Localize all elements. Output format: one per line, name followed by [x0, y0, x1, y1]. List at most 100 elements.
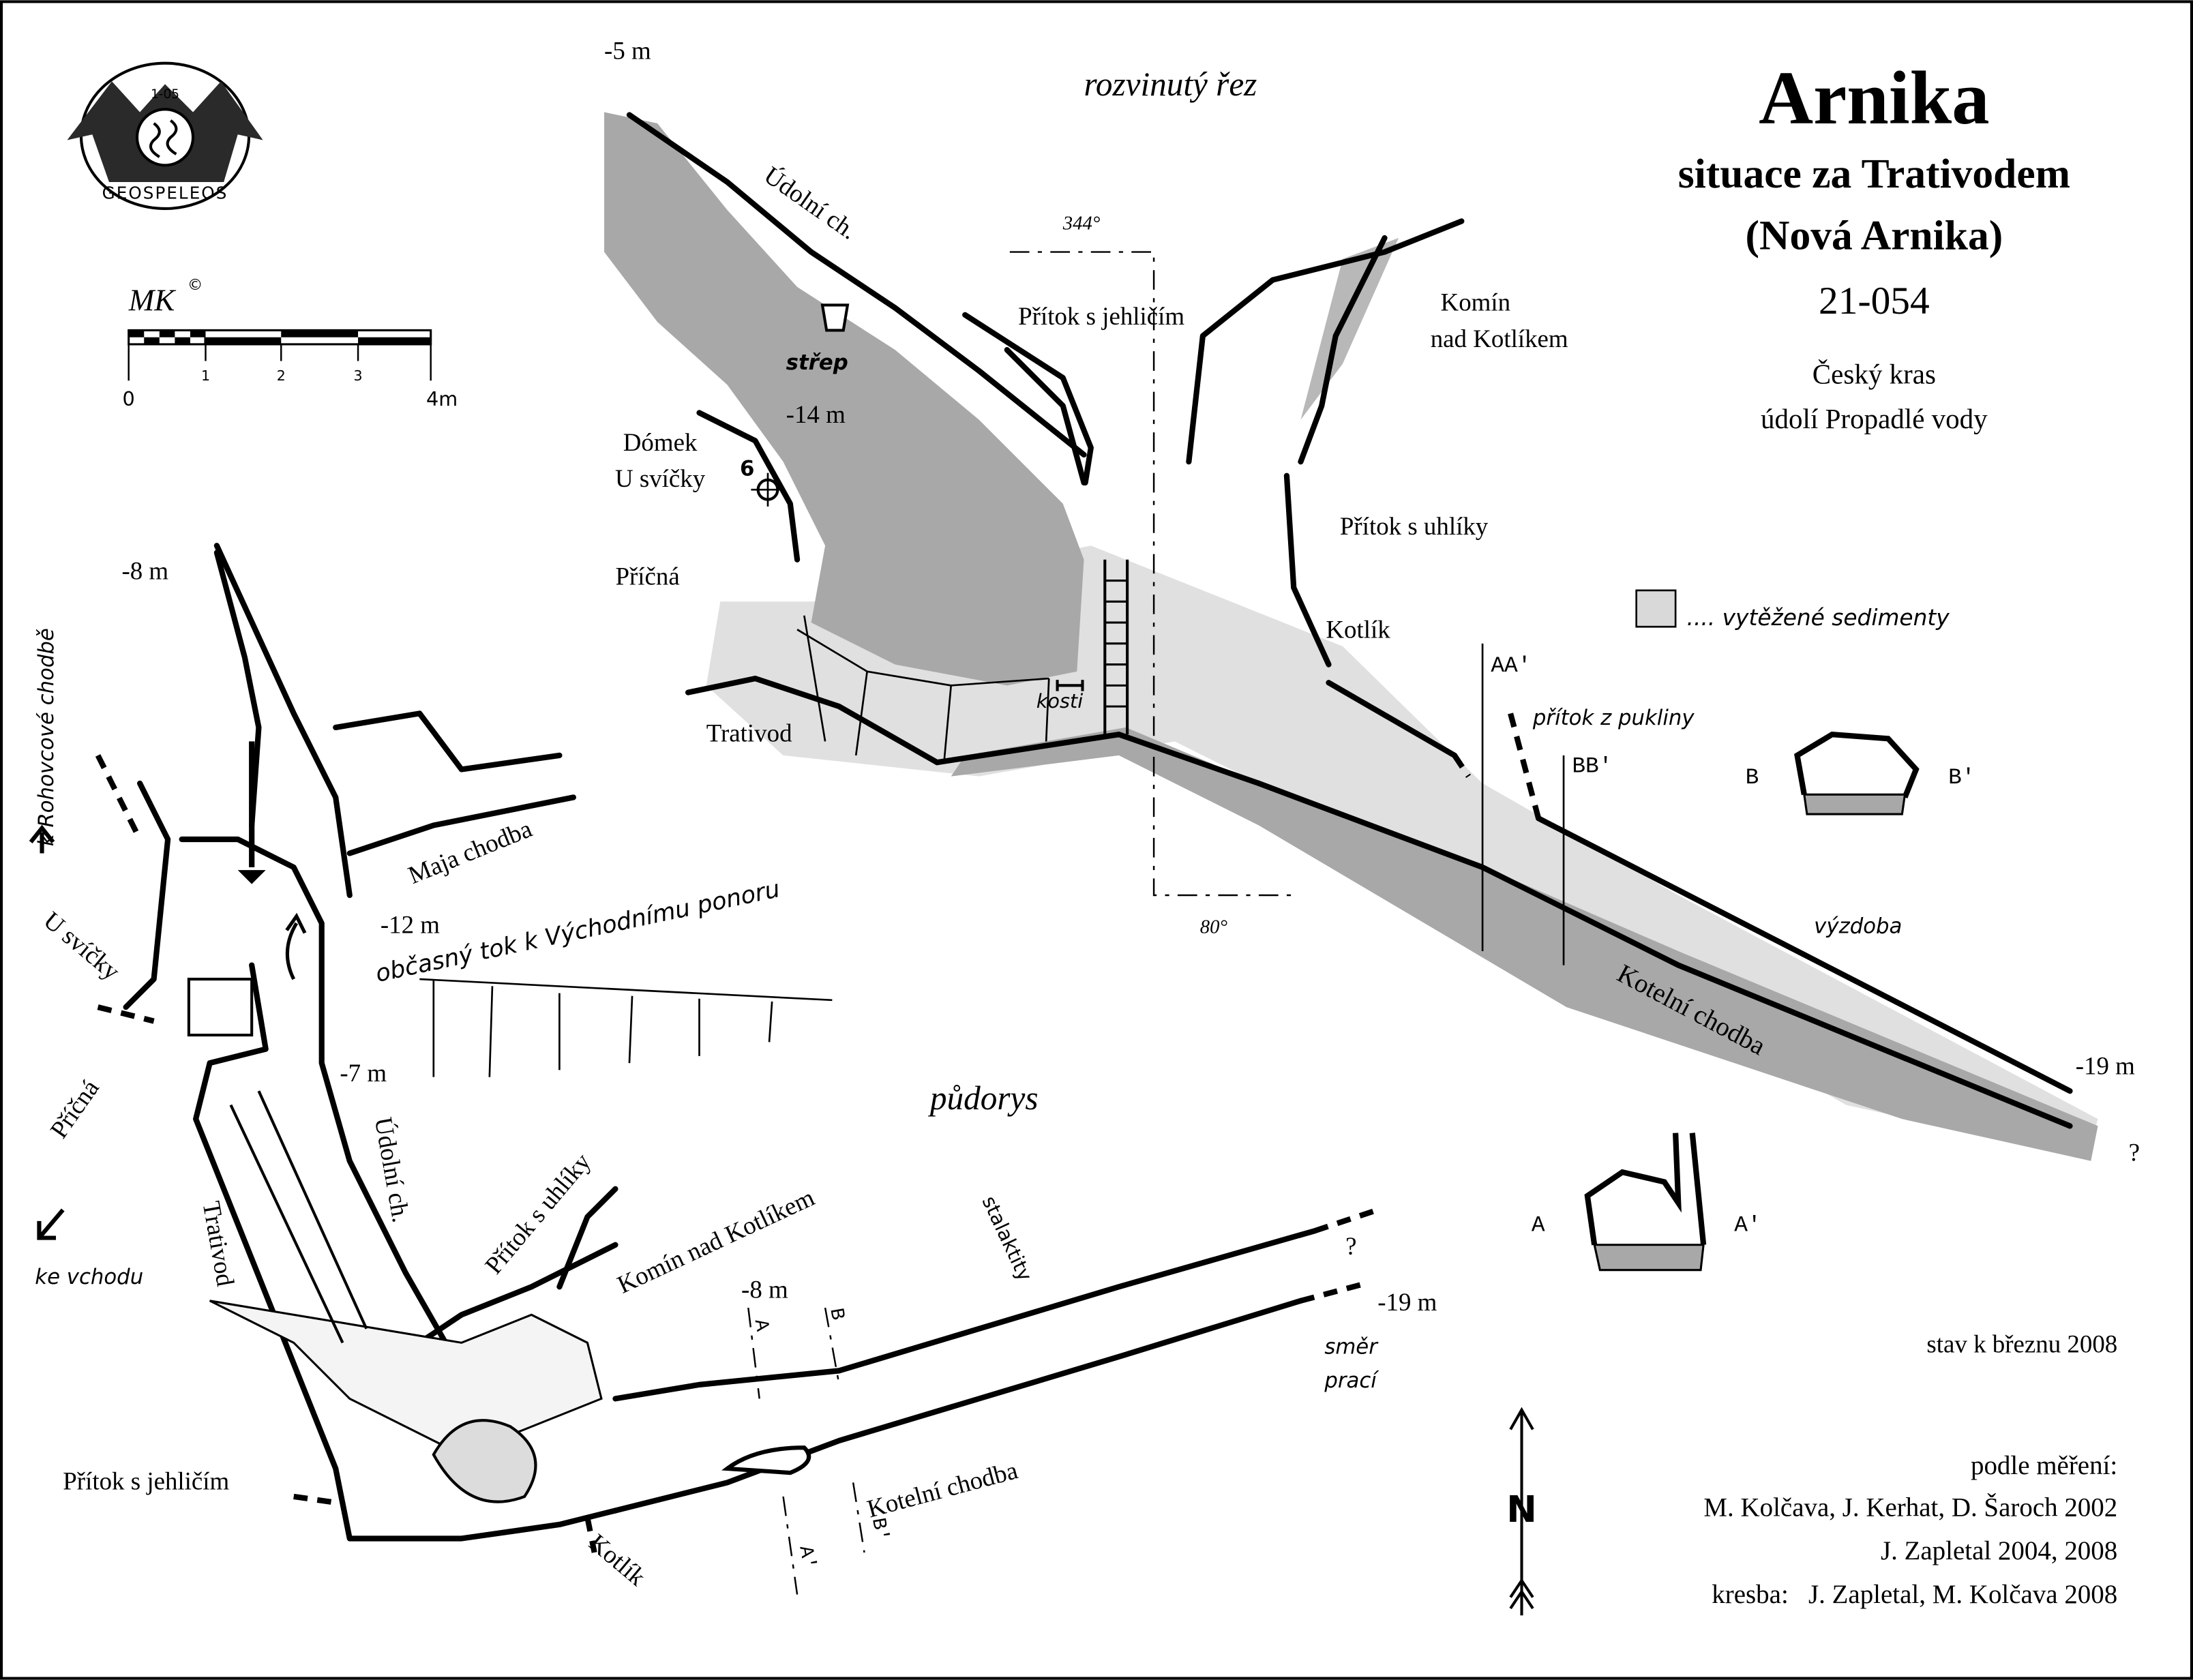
label-udolni: Údolní ch. [759, 161, 862, 245]
section-a-prime-mark: A' [794, 1544, 820, 1572]
geospeleos-logo: 1-05 GEOSPELEOS [67, 61, 263, 211]
cross-section-bb: B B' [1746, 731, 1975, 815]
label-pritok-jehlicim: Přítok s jehličím [63, 1467, 229, 1495]
copyright-symbol: © [188, 276, 203, 294]
depth-label: -14 m [786, 400, 846, 428]
label-strep: střep [786, 350, 848, 375]
drop-arrow-icon [237, 870, 266, 884]
scale-tick-4: 4m [426, 387, 458, 410]
survey-credit: M. Kolčava, J. Kerhat, D. Šaroch 2002 [1703, 1493, 2117, 1522]
region: Český kras [1812, 358, 1936, 389]
title-block: Arnika situace za Trativodem (Nová Arnik… [1678, 56, 2070, 434]
section-b-label: B [1746, 765, 1759, 790]
elevation-section: -5 m rozvinutý řez Údolní ch. Přítok s j… [604, 37, 2140, 1167]
survey-heading: podle měření: [1971, 1451, 2117, 1480]
depth-label: -12 m [381, 910, 440, 938]
depth-label: -5 m [604, 37, 651, 65]
elevation-heading: rozvinutý řez [1084, 65, 1257, 103]
station-number: 6 [740, 457, 754, 481]
label-pritok-pukliny: přítok z pukliny [1532, 706, 1695, 730]
map-subtitle-2: (Nová Arnika) [1746, 212, 2003, 258]
label-smer-praci: prací [1324, 1368, 1379, 1393]
label-pritok-jehlicim: Přítok s jehličím [1018, 302, 1184, 330]
north-label: N [1506, 1488, 1537, 1531]
label-kotelni: Kotelní chodba [864, 1456, 1020, 1522]
label-komin: nad Kotlíkem [1431, 325, 1568, 352]
rock-fill-area [604, 112, 1084, 686]
legend-sediments-label: .... vytěžené sedimenty [1687, 605, 1950, 631]
unknown-continuation: ? [2129, 1139, 2140, 1167]
valley: údolí Propadlé vody [1761, 403, 1988, 434]
label-pritok-uhliky: Přítok s uhlíky [1340, 512, 1489, 540]
survey-credit: J. Zapletal 2004, 2008 [1881, 1536, 2117, 1565]
cave-number: 21-054 [1819, 280, 1930, 322]
label-kotlik: Kotlík [1326, 616, 1390, 644]
credits: stav k březnu 2008 podle měření: M. Kolč… [1703, 1330, 2117, 1609]
flow-arrow-icon [285, 912, 307, 980]
status-date: stav k březnu 2008 [1926, 1330, 2117, 1358]
depth-label: -8 m [121, 556, 168, 584]
section-bb: BB' [1572, 754, 1612, 779]
plan-heading: půdorys [928, 1079, 1039, 1117]
label-kosti: kosti [1036, 689, 1083, 712]
map-subtitle: situace za Trativodem [1678, 151, 2070, 197]
signature-initials: MK [128, 284, 177, 318]
azimuth-label: 344° [1062, 213, 1101, 235]
legend: .... vytěžené sedimenty [1635, 589, 1950, 631]
logo-number: 1-05 [151, 87, 179, 102]
section-a-prime-label: A' [1734, 1212, 1761, 1238]
label-rohovcove: k Rohovcové chodbě [34, 628, 59, 846]
cross-section-aa: A A' [1532, 1132, 1761, 1272]
scale-tick-0: 0 [123, 387, 135, 410]
section-projection-line [1009, 251, 1294, 897]
author-signature: MK © [128, 276, 203, 318]
drawing-credit: kresba: J. Zapletal, M. Kolčava 2008 [1712, 1580, 2117, 1609]
label-ke-vchodu: ke vchodu [35, 1265, 143, 1289]
label-smer-praci: směr [1324, 1335, 1379, 1360]
logo-text: GEOSPELEOS [102, 183, 228, 203]
arrow-down-left-icon [37, 1208, 65, 1240]
north-arrow: N [1506, 1407, 1537, 1616]
floor-sediment [951, 727, 2098, 1161]
bone-icon [1056, 680, 1084, 691]
unknown-continuation: ? [1345, 1232, 1356, 1260]
label-pricna: Příčná [44, 1075, 104, 1143]
section-aa: AA' [1491, 653, 1531, 678]
label-domek: U svíčky [615, 464, 706, 492]
label-kotlik: Kotlík [584, 1528, 651, 1591]
komin-fill [1300, 238, 1399, 420]
boulder [432, 1419, 537, 1503]
map-title: Arnika [1759, 56, 1989, 140]
label-domek: Dómek [623, 428, 698, 456]
section-b-prime-label: B' [1948, 765, 1975, 790]
label-pricna: Příčná [615, 562, 679, 590]
section-b-prime-mark: B' [867, 1516, 893, 1544]
label-maja: Maja chodba [404, 814, 536, 889]
north-arrow-icon [1509, 1407, 1534, 1616]
section-b-mark: B [824, 1306, 848, 1322]
pottery-shard-icon [820, 303, 850, 332]
scale-bar: 0 1 2 3 4m [123, 329, 458, 410]
label-trativod: Trativod [706, 719, 792, 747]
plan-ladder [229, 1090, 368, 1344]
scale-tick-2: 2 [277, 368, 286, 384]
section-a-mark: A [749, 1317, 774, 1333]
azimuth-label: 80° [1200, 916, 1227, 937]
label-pritok-uhliky: Přítok s uhlíky [479, 1148, 596, 1279]
scale-tick-1: 1 [201, 368, 210, 384]
label-stalaktity: stalaktity [977, 1192, 1036, 1285]
depth-label: -19 m [1377, 1288, 1437, 1316]
label-vyzdoba: výzdoba [1814, 914, 1902, 938]
arrow-up-icon [29, 824, 55, 854]
depth-label: -8 m [741, 1276, 788, 1304]
sediment-swatch [1635, 589, 1677, 628]
depth-label: -7 m [340, 1059, 387, 1087]
depth-label: -19 m [2076, 1052, 2135, 1080]
label-u-svicky: U svíčky [38, 906, 125, 986]
ladder [1103, 559, 1129, 735]
label-komin: Komín [1441, 288, 1511, 316]
scale-tick-3: 3 [354, 368, 363, 384]
